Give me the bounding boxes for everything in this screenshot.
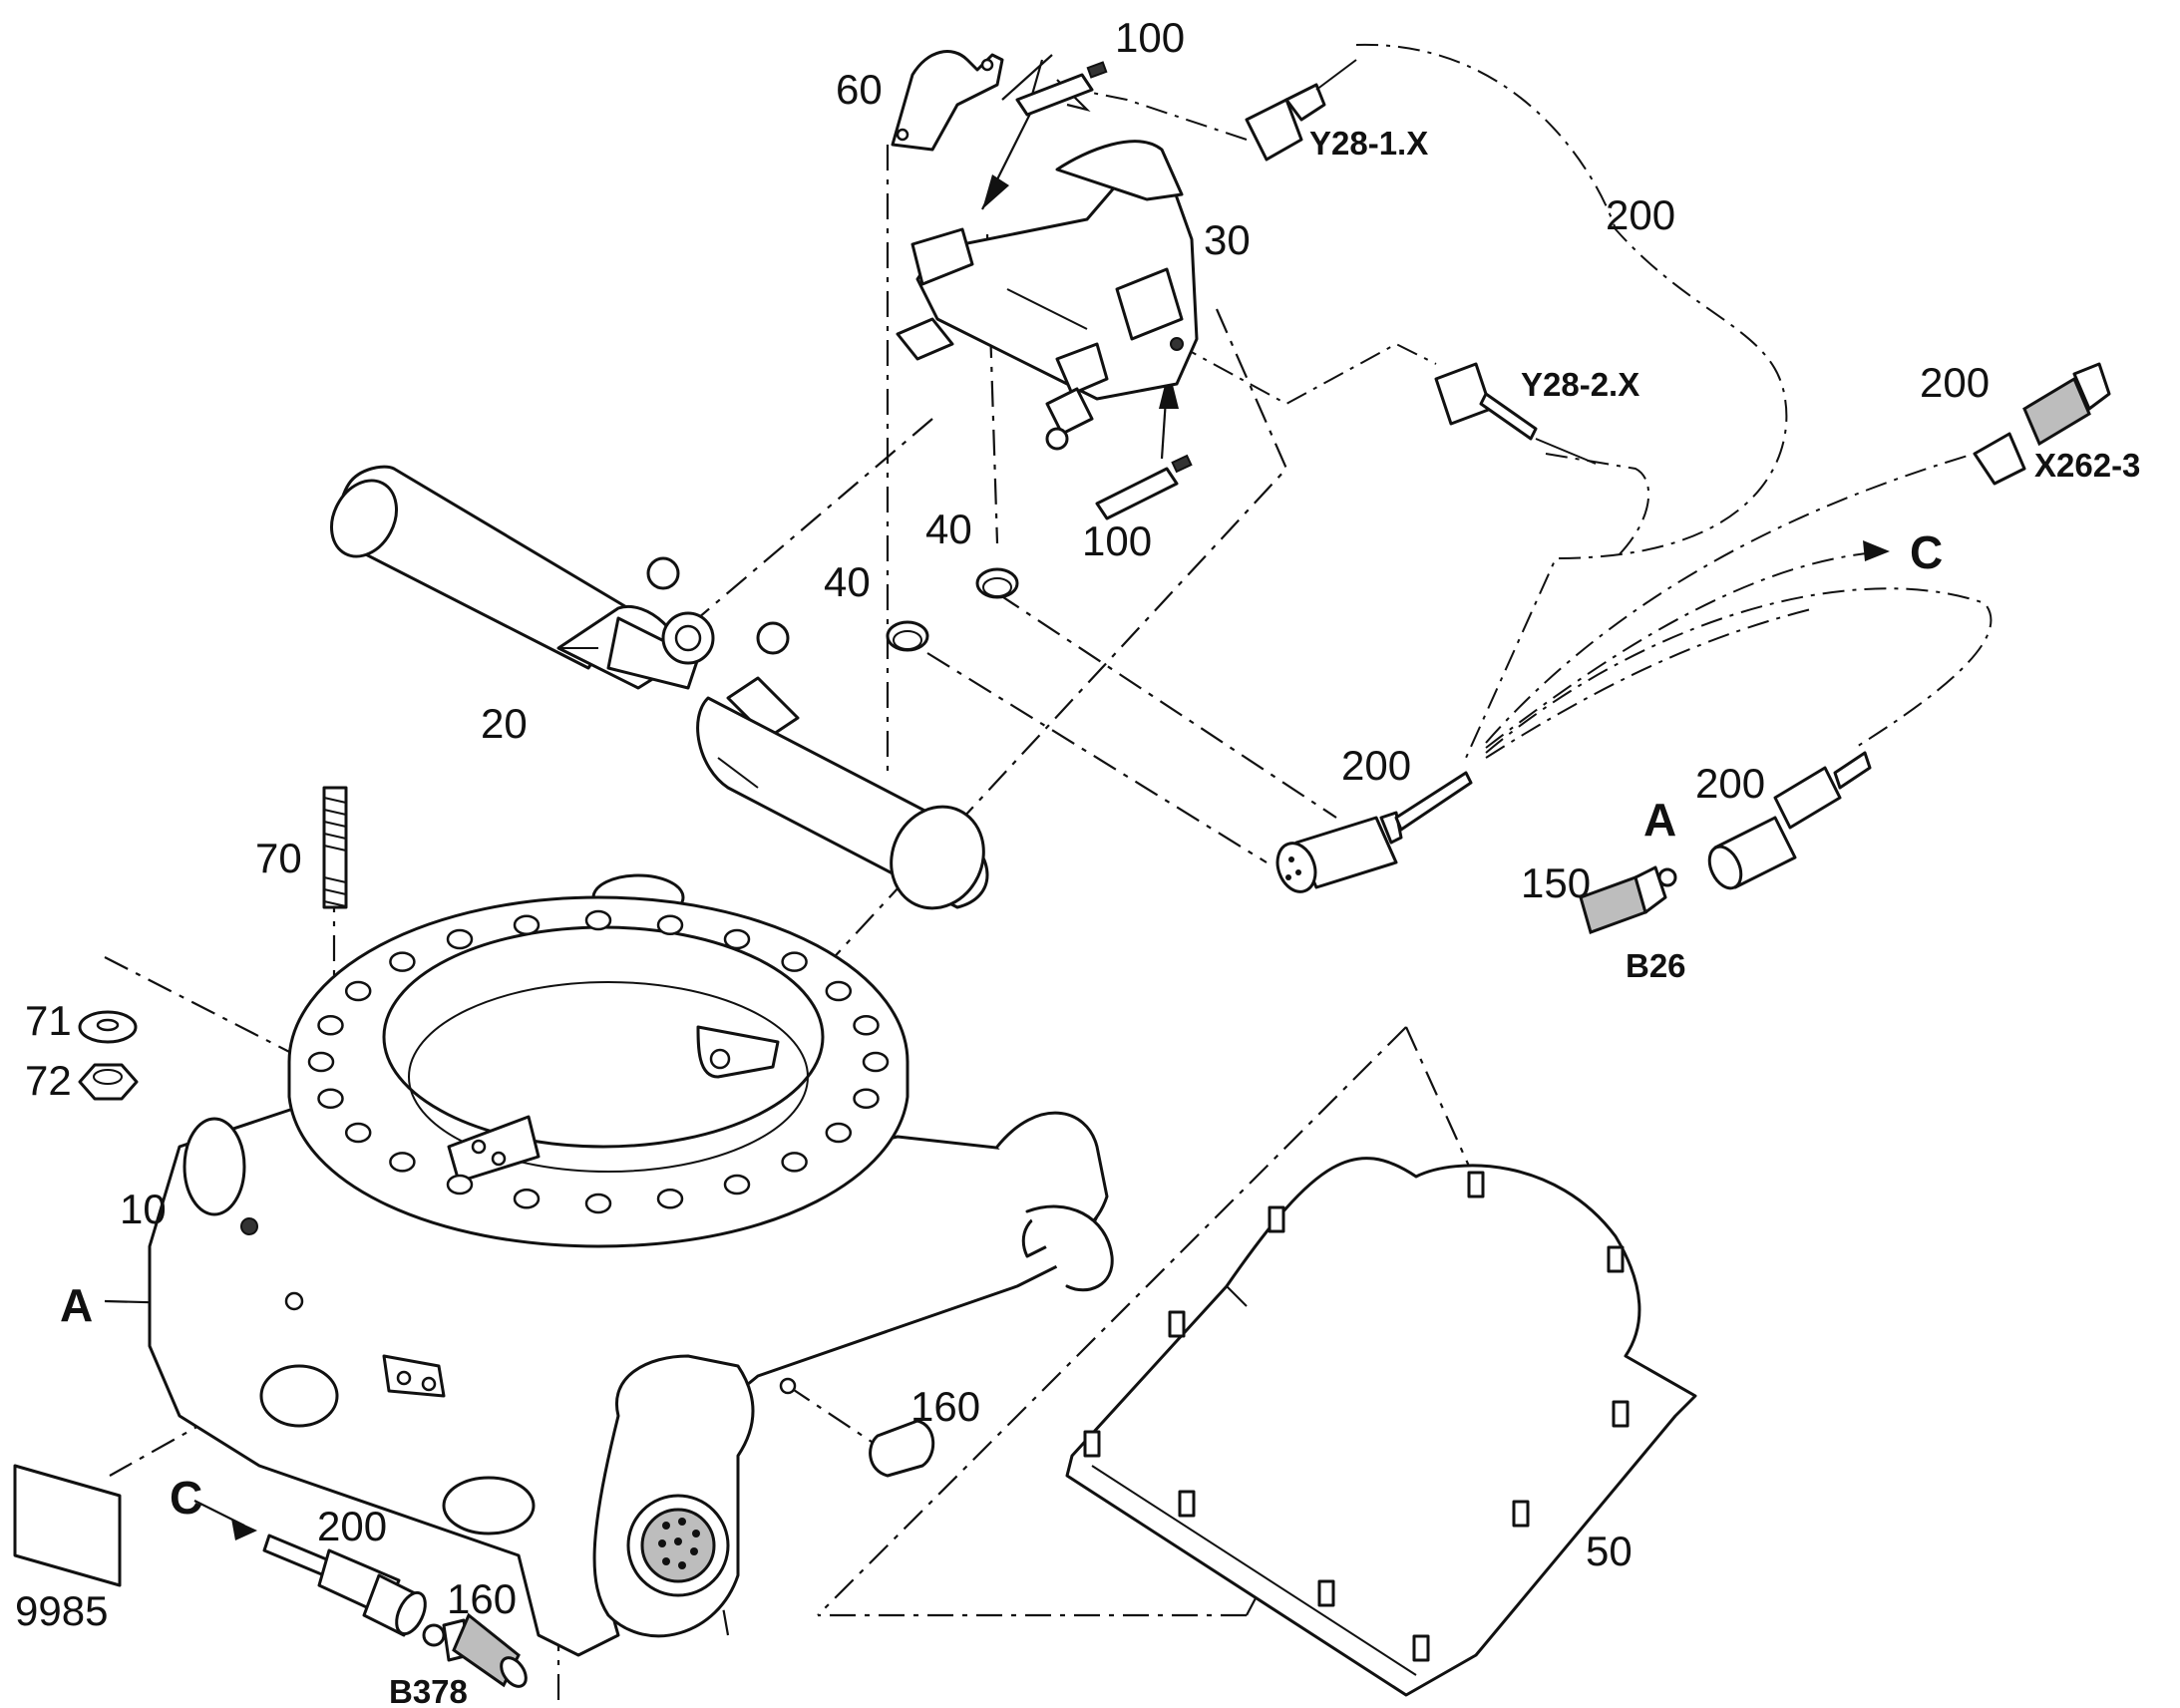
designation-x262-3: X262-3 (2034, 447, 2140, 484)
bolt-hole (389, 1152, 416, 1173)
bolt-hole (825, 980, 853, 1002)
connector-200-bottom-left (262, 1534, 427, 1637)
view-marker-c-left: C (170, 1472, 202, 1524)
designation-b26: B26 (1626, 947, 1686, 984)
bolt-hole (446, 1174, 474, 1196)
bolt-hole (656, 914, 684, 936)
designation-y28-1: Y28-1.X (1309, 125, 1428, 162)
cover-stud (1607, 1245, 1625, 1273)
flange-bolt-holes (307, 909, 890, 1214)
bolt-hole (825, 1122, 853, 1144)
callout-160-left: 160 (447, 1575, 517, 1622)
callout-100-bottom: 100 (1082, 517, 1152, 564)
connector-x262-3 (1973, 362, 2111, 486)
cover-plate-50 (1065, 1157, 1697, 1697)
bolt-hole (513, 914, 541, 936)
valve-block-30 (896, 140, 1199, 451)
bolt-hole (317, 1088, 344, 1110)
washer-71 (78, 1010, 138, 1044)
bolt-hole (853, 1088, 880, 1110)
callout-200-right: 200 (1695, 760, 1765, 807)
bolt-hole (513, 1188, 541, 1209)
cover-stud (1512, 1500, 1530, 1528)
sensor-200-center (1275, 771, 1473, 893)
callout-200-center: 200 (1341, 742, 1411, 789)
callout-200-x262: 200 (1920, 359, 1990, 406)
bolt-hole (344, 980, 372, 1002)
bolt-hole (446, 928, 474, 950)
callout-70: 70 (255, 835, 302, 881)
callout-30: 30 (1204, 216, 1251, 263)
designation-y28-2: Y28-2.X (1521, 366, 1639, 403)
bolt-hole (307, 1051, 335, 1073)
designation-labels: Y28-1.X Y28-2.X X262-3 B26 B378 (389, 125, 2140, 1708)
designation-b378: B378 (389, 1673, 468, 1708)
cover-stud (1612, 1400, 1630, 1428)
callout-160-right: 160 (910, 1383, 980, 1430)
sensor-b378 (452, 1612, 528, 1688)
cover-stud (1268, 1205, 1285, 1233)
view-marker-a-right: A (1643, 794, 1676, 846)
bolt-hole (862, 1051, 890, 1073)
cover-studs (1083, 1171, 1630, 1662)
swivel-housing-10 (148, 873, 1114, 1657)
connector-pins (658, 1518, 700, 1569)
bolt-hole (656, 1188, 684, 1209)
cover-stud (1467, 1171, 1485, 1198)
cover-stud (1168, 1310, 1186, 1338)
callout-150: 150 (1521, 859, 1591, 906)
callout-20: 20 (481, 700, 528, 747)
cover-stud (1083, 1430, 1101, 1458)
view-markers: A A C C (60, 526, 1943, 1524)
bolt-hole (584, 1193, 612, 1214)
bolt-hole (723, 1174, 751, 1196)
nut-72 (78, 1063, 139, 1101)
tube-100-bottom (1095, 454, 1193, 520)
connector-y28-1 (1245, 59, 1357, 162)
hose-clamp-40b (975, 567, 1019, 599)
bolt-hole (344, 1122, 372, 1144)
tube-100-top (1015, 61, 1108, 117)
callout-71: 71 (25, 997, 72, 1044)
sensor-b26 (1579, 865, 1677, 934)
view-marker-c-right: C (1910, 526, 1943, 578)
plug-160-right (869, 1419, 935, 1478)
callout-100-top: 100 (1115, 14, 1185, 61)
connector-200-right (1707, 751, 1872, 890)
bolt-hole (781, 951, 808, 972)
view-marker-a-left: A (60, 1279, 93, 1331)
callout-200-top: 200 (1606, 191, 1675, 238)
cover-stud (1317, 1579, 1335, 1607)
bolt-hole (853, 1014, 880, 1036)
hydraulic-cylinders-20 (330, 465, 989, 910)
callout-72: 72 (25, 1057, 72, 1104)
bracket-60 (891, 50, 1004, 152)
bolt-hole (389, 951, 416, 972)
cover-stud (1178, 1490, 1196, 1518)
callout-200-bottom-left: 200 (317, 1503, 387, 1549)
label-plate-9985 (13, 1464, 122, 1587)
callout-50: 50 (1586, 1528, 1633, 1574)
callout-60: 60 (836, 66, 883, 113)
bolt-hole (723, 928, 751, 950)
bolt-hole (781, 1152, 808, 1173)
callout-9985: 9985 (15, 1587, 108, 1634)
hose-clamp-40a (886, 620, 929, 652)
bolt-hole (584, 909, 612, 931)
bolt-hole (317, 1014, 344, 1036)
cover-stud (1412, 1634, 1430, 1662)
connector-y28-2 (1434, 362, 1597, 465)
callout-40-lower: 40 (824, 558, 871, 605)
callout-40-upper: 40 (925, 506, 972, 552)
callout-10: 10 (120, 1186, 167, 1232)
stud-70 (322, 786, 348, 909)
arrow-heads (193, 174, 1890, 1540)
callout-labels: 100 60 30 200 200 100 40 40 20 200 200 1… (15, 14, 1990, 1634)
